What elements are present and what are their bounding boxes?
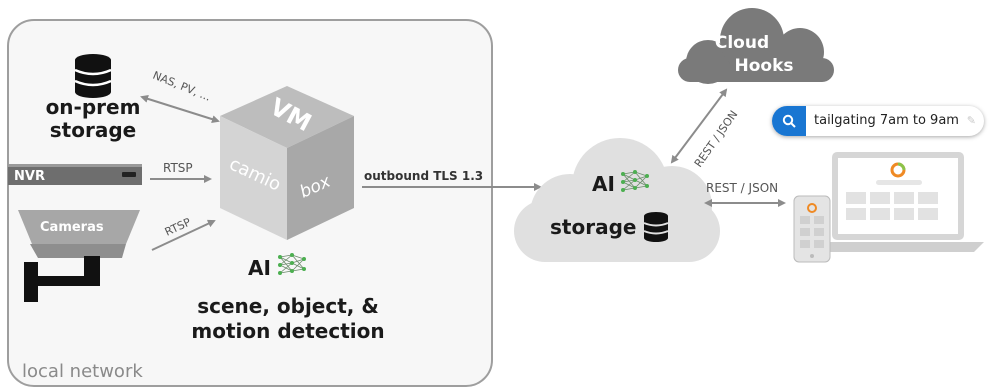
search-button[interactable]	[772, 106, 806, 136]
search-bar[interactable]: tailgating 7am to 9am ✎	[772, 106, 984, 136]
storage-cloud-shape	[514, 138, 720, 262]
pin-icon: ✎	[966, 114, 976, 127]
nvr-device	[8, 164, 142, 185]
rtsp-bottom-arrow	[151, 219, 216, 251]
camera-device	[18, 210, 140, 302]
cloud-hooks-label-line2: Hooks	[734, 56, 793, 76]
vm-cube	[220, 86, 354, 240]
storage-label-line1: on-prem	[46, 95, 141, 119]
phone-device	[793, 195, 831, 263]
rest-json-vertical-arrow	[670, 88, 728, 164]
detection-label-line2: motion detection	[191, 319, 384, 343]
camio-logo-icon	[890, 162, 906, 178]
nvr-label: NVR	[14, 169, 45, 184]
cloud-hooks-label-line1: Cloud	[715, 33, 769, 53]
ai-cloud-label: AI	[592, 172, 615, 196]
detection-label-line1: scene, object, &	[197, 294, 379, 318]
cloud-hooks-shape	[678, 8, 834, 84]
rest-json-vertical-label: REST / JSON	[692, 108, 741, 170]
ai-local-label: AI	[248, 256, 271, 280]
nas-arrow	[140, 94, 220, 124]
storage-cloud-label: storage	[550, 215, 636, 239]
search-query[interactable]: tailgating 7am to 9am	[814, 113, 959, 128]
outbound-label: outbound TLS 1.3	[364, 169, 483, 183]
storage-label-line2: storage	[50, 118, 136, 142]
rtsp-top-label: RTSP	[163, 161, 193, 175]
database-icon	[74, 54, 112, 98]
laptop-device	[812, 152, 984, 252]
cameras-label: Cameras	[40, 220, 104, 235]
search-icon	[782, 114, 796, 128]
database-icon	[643, 212, 669, 242]
rest-json-horizontal-label: REST / JSON	[706, 181, 778, 195]
local-network-label: local network	[22, 361, 143, 382]
